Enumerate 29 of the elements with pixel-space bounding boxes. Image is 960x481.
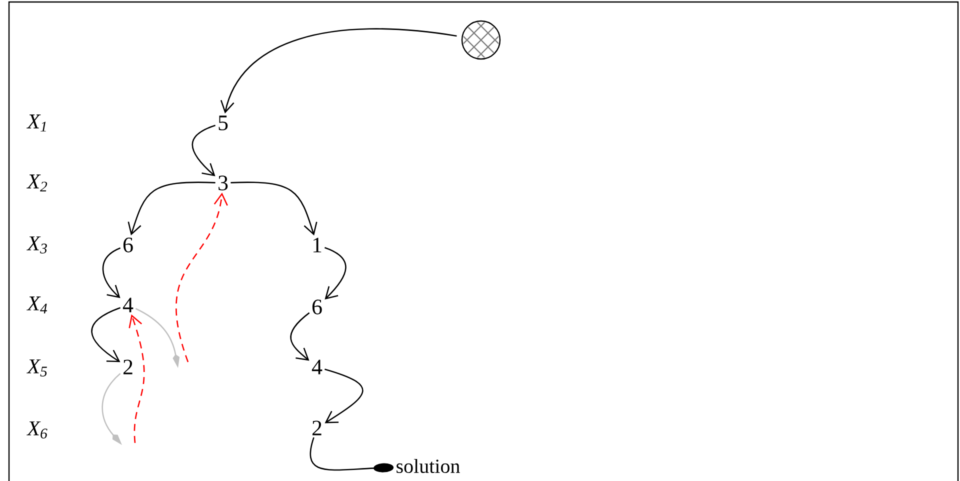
arrow <box>310 437 394 472</box>
arrow <box>192 124 216 176</box>
level-label: X$_{2}$ <box>26 174 48 192</box>
level-label: X$_{3}$ <box>26 236 47 254</box>
arrow <box>230 182 318 236</box>
backtrack-arrow <box>176 192 228 362</box>
value-label: 2 <box>123 360 132 374</box>
arrow <box>324 247 346 300</box>
value-label: 1 <box>313 238 322 252</box>
arrow <box>324 368 364 424</box>
level-label: X$_{4}$ <box>26 296 48 314</box>
value-label: 3 <box>218 176 228 190</box>
solution-label: solution <box>396 458 460 474</box>
value-label: 4 <box>122 298 134 312</box>
arrow <box>91 307 121 362</box>
start-node <box>461 20 501 60</box>
value-label: 5 <box>218 116 228 130</box>
level-label: X$_{5}$ <box>26 359 47 376</box>
level-label: X$_{6}$ <box>26 421 48 438</box>
level-label: X$_{1}$ <box>26 114 46 132</box>
arrow <box>102 247 121 298</box>
backtrack-arrow <box>128 314 145 444</box>
value-label: 2 <box>312 420 322 436</box>
value-label: 4 <box>312 360 322 374</box>
value-label: 6 <box>123 238 133 252</box>
arrow <box>220 28 457 114</box>
arrow <box>290 312 310 361</box>
arrow <box>128 182 216 236</box>
value-label: 6 <box>312 300 322 314</box>
